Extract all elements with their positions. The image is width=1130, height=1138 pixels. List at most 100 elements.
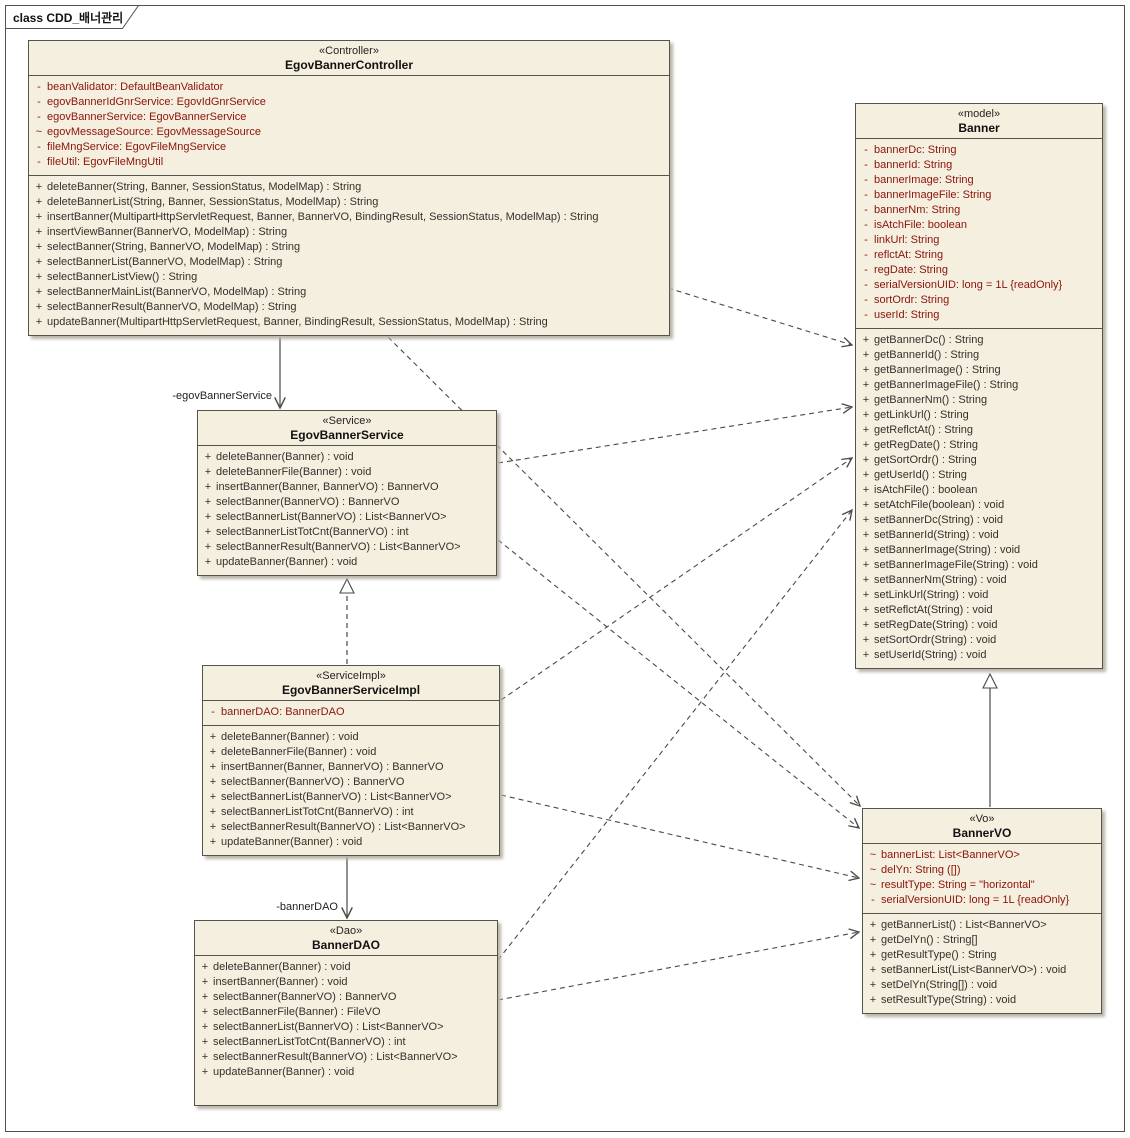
member-text: getBannerImageFile() : String bbox=[874, 379, 1019, 391]
member-row: +selectBannerList(BannerVO) : List<Banne… bbox=[197, 1020, 493, 1035]
member-row: -egovBannerIdGnrService: EgovIdGnrServic… bbox=[31, 95, 665, 110]
member-text: setRegDate(String) : void bbox=[874, 619, 998, 631]
member-row: -fileMngService: EgovFileMngService bbox=[31, 140, 665, 155]
attributes-compartment: ~bannerList: List<BannerVO>~delYn: Strin… bbox=[863, 843, 1101, 913]
visibility-sign: + bbox=[35, 286, 43, 298]
visibility-sign: + bbox=[201, 976, 209, 988]
member-row: +getBannerImage() : String bbox=[858, 363, 1098, 378]
visibility-sign: ~ bbox=[869, 864, 877, 876]
member-text: selectBannerResult(BannerVO) : List<Bann… bbox=[213, 1051, 458, 1063]
visibility-sign: + bbox=[35, 271, 43, 283]
member-row: -beanValidator: DefaultBeanValidator bbox=[31, 80, 665, 95]
member-row: +setBannerDc(String) : void bbox=[858, 513, 1098, 528]
visibility-sign: + bbox=[204, 556, 212, 568]
member-row: +getLinkUrl() : String bbox=[858, 408, 1098, 423]
methods-compartment: +getBannerDc() : String+getBannerId() : … bbox=[856, 328, 1102, 668]
member-text: egovBannerIdGnrService: EgovIdGnrService bbox=[47, 96, 266, 108]
member-row: +getBannerList() : List<BannerVO> bbox=[865, 918, 1097, 933]
member-text: selectBannerResult(BannerVO) : List<Bann… bbox=[221, 821, 466, 833]
member-text: getRegDate() : String bbox=[874, 439, 978, 451]
title-tab-outline bbox=[5, 5, 140, 29]
class-egovbannerservice[interactable]: «Service» EgovBannerService +deleteBanne… bbox=[197, 410, 497, 576]
class-egovbannerserviceimpl[interactable]: «ServiceImpl» EgovBannerServiceImpl -ban… bbox=[202, 665, 500, 856]
visibility-sign: + bbox=[862, 529, 870, 541]
member-row: +getUserId() : String bbox=[858, 468, 1098, 483]
member-row: -bannerId: String bbox=[858, 158, 1098, 173]
visibility-sign: - bbox=[864, 204, 868, 216]
member-row: -serialVersionUID: long = 1L {readOnly} bbox=[865, 893, 1097, 908]
member-row: -sortOrdr: String bbox=[858, 293, 1098, 308]
member-text: reflctAt: String bbox=[874, 249, 944, 261]
visibility-sign: + bbox=[204, 541, 212, 553]
dependency-dao-banner[interactable] bbox=[497, 510, 852, 961]
member-text: bannerList: List<BannerVO> bbox=[881, 849, 1020, 861]
member-row: +setBannerId(String) : void bbox=[858, 528, 1098, 543]
member-row: -bannerImageFile: String bbox=[858, 188, 1098, 203]
dependency-service-bannervo[interactable] bbox=[497, 539, 859, 828]
class-stereotype: «Vo» bbox=[969, 813, 995, 825]
visibility-sign: + bbox=[869, 964, 877, 976]
class-stereotype: «Service» bbox=[322, 415, 372, 427]
attributes-compartment: -beanValidator: DefaultBeanValidator-ego… bbox=[29, 75, 669, 175]
visibility-sign: + bbox=[35, 211, 43, 223]
member-row: +selectBannerResult(BannerVO) : List<Ban… bbox=[200, 540, 492, 555]
member-text: setBannerImageFile(String) : void bbox=[874, 559, 1038, 571]
member-row: +setUserId(String) : void bbox=[858, 648, 1098, 663]
member-row: +getReflctAt() : String bbox=[858, 423, 1098, 438]
member-row: +selectBannerResult(BannerVO) : List<Ban… bbox=[205, 820, 495, 835]
member-text: userId: String bbox=[874, 309, 940, 321]
visibility-sign: + bbox=[201, 1051, 209, 1063]
member-text: getLinkUrl() : String bbox=[874, 409, 969, 421]
class-bannervo[interactable]: «Vo» BannerVO ~ bannerList: List<BannerVO… bbox=[862, 808, 1102, 1014]
member-row: + selectBannerResult(BannerVO) : List<Ban… bbox=[197, 1050, 493, 1065]
attributes-compartment: -bannerDc: String-bannerId: String-banne… bbox=[856, 138, 1102, 328]
member-row: +insertViewBanner(BannerVO, ModelMap) : … bbox=[31, 225, 665, 240]
dependency-service-banner[interactable] bbox=[497, 407, 852, 464]
member-row: + selectBannerMainList(BannerVO, ModelMap… bbox=[31, 285, 665, 300]
member-text: getDelYn() : String[] bbox=[881, 934, 978, 946]
visibility-sign: + bbox=[862, 439, 870, 451]
dependency-dao-bannervo[interactable] bbox=[497, 932, 859, 1001]
member-row: -reflctAt: String bbox=[858, 248, 1098, 263]
member-text: updateBanner(Banner) : void bbox=[213, 1066, 355, 1078]
member-row: -bannerDAO: BannerDAO bbox=[205, 705, 495, 720]
class-name: EgovBannerService bbox=[290, 428, 404, 442]
member-row: +getBannerImageFile() : String bbox=[858, 378, 1098, 393]
dependency-serviceimpl-banner[interactable] bbox=[500, 458, 852, 701]
class-header: «Controller» EgovBannerController bbox=[29, 41, 669, 75]
class-egovbannercontroller[interactable]: «Controller» EgovBannerController -beanV… bbox=[28, 40, 670, 336]
member-row: -linkUrl: String bbox=[858, 233, 1098, 248]
member-row: -bannerNm: String bbox=[858, 203, 1098, 218]
member-row: +setResultType(String) : void bbox=[865, 993, 1097, 1008]
member-text: setBannerDc(String) : void bbox=[874, 514, 1003, 526]
member-text: selectBannerMainList(BannerVO, ModelMap)… bbox=[47, 286, 307, 298]
visibility-sign: + bbox=[204, 451, 212, 463]
member-text: selectBanner(String, BannerVO, ModelMap)… bbox=[47, 241, 301, 253]
visibility-sign: - bbox=[37, 156, 41, 168]
member-text: setLinkUrl(String) : void bbox=[874, 589, 989, 601]
member-row: -regDate: String bbox=[858, 263, 1098, 278]
class-bannerdao[interactable]: «Dao» BannerDAO +deleteBanner(Banner) : … bbox=[194, 920, 498, 1106]
visibility-sign: + bbox=[869, 919, 877, 931]
visibility-sign: + bbox=[204, 481, 212, 493]
class-banner[interactable]: «model» Banner -bannerDc: String-bannerI… bbox=[855, 103, 1103, 669]
visibility-sign: + bbox=[35, 181, 43, 193]
member-text: selectBannerListView() : String bbox=[47, 271, 198, 283]
member-row: +selectBannerResult(BannerVO, ModelMap) … bbox=[31, 300, 665, 315]
visibility-sign: - bbox=[864, 264, 868, 276]
member-row: +selectBannerList(BannerVO) : List<Banne… bbox=[200, 510, 492, 525]
member-row: +isAtchFile() : boolean bbox=[858, 483, 1098, 498]
visibility-sign: + bbox=[201, 1021, 209, 1033]
member-text: getSortOrdr() : String bbox=[874, 454, 977, 466]
dependency-controller-banner[interactable] bbox=[667, 287, 852, 345]
member-text: setReflctAt(String) : void bbox=[874, 604, 993, 616]
visibility-sign: + bbox=[862, 349, 870, 361]
class-header: «Vo» BannerVO bbox=[863, 809, 1101, 843]
member-text: bannerId: String bbox=[874, 159, 953, 171]
member-row: +updateBanner(Banner) : void bbox=[200, 555, 492, 570]
visibility-sign: + bbox=[209, 776, 217, 788]
dependency-serviceimpl-bannervo[interactable] bbox=[500, 794, 859, 878]
visibility-sign: + bbox=[35, 226, 43, 238]
visibility-sign: - bbox=[864, 249, 868, 261]
